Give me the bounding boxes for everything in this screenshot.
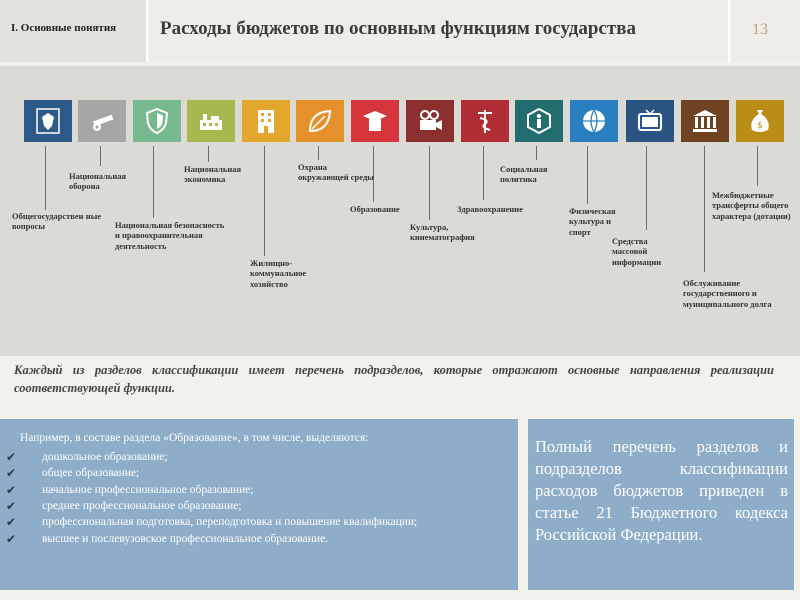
note-text: Полный перечень разделов и подразделов к… xyxy=(535,437,788,544)
function-label: Средства массовой информации xyxy=(612,236,662,267)
checkmark-icon: ✔ xyxy=(6,531,17,546)
example-intro: Например, в составе раздела «Образование… xyxy=(20,432,369,444)
connector-line xyxy=(483,146,484,200)
connector-line xyxy=(429,146,430,220)
functions-diagram: $ Общегосударствен ные вопросы Националь… xyxy=(0,66,800,356)
connector-line xyxy=(373,146,374,202)
checkmark-icon: ✔ xyxy=(6,466,17,481)
tv-icon xyxy=(626,100,674,142)
movie-camera-icon xyxy=(406,100,454,142)
list-item: ✔дошкольное образование; xyxy=(0,449,508,465)
person-icon xyxy=(515,100,563,142)
page-number: 13 xyxy=(752,21,768,38)
function-label: Жилищно-коммунальное хозяйство xyxy=(250,258,307,289)
function-label: Обслуживание государственного и муниципа… xyxy=(683,278,772,309)
function-label: Образование xyxy=(350,204,400,214)
list-item: ✔среднее профессиональное образование; xyxy=(0,498,508,514)
function-label: Физическая культура и спорт xyxy=(569,206,616,237)
connector-line xyxy=(45,146,46,210)
shield-icon xyxy=(133,100,181,142)
note-panel: Полный перечень разделов и подразделов к… xyxy=(528,419,794,590)
function-label: Межбюджетные трансферты общего характера… xyxy=(712,190,791,221)
cannon-icon xyxy=(78,100,126,142)
page-title: Расходы бюджетов по основным функциям го… xyxy=(160,18,636,39)
factory-icon xyxy=(187,100,235,142)
coat-of-arms-icon xyxy=(24,100,72,142)
graduation-cap-icon xyxy=(351,100,399,142)
checkmark-icon: ✔ xyxy=(6,515,17,530)
function-label: Национальная безопасность и правоохранит… xyxy=(115,220,225,251)
list-item: ✔профессиональная подготовка, переподгот… xyxy=(0,514,508,530)
section-badge: I. Основные понятия xyxy=(0,0,148,62)
list-item: ✔общее образование; xyxy=(0,465,508,481)
checkmark-icon: ✔ xyxy=(6,498,17,513)
bank-icon xyxy=(681,100,729,142)
function-label: Здравоохранение xyxy=(457,204,523,214)
function-label: Общегосударствен ные вопросы xyxy=(12,211,102,232)
connector-line xyxy=(208,146,209,162)
checkmark-icon: ✔ xyxy=(6,450,17,464)
svg-text:$: $ xyxy=(757,121,763,131)
section-label: I. Основные понятия xyxy=(11,22,117,34)
page-number-box: 13 xyxy=(732,0,800,62)
building-icon xyxy=(242,100,290,142)
example-panel: Например, в составе раздела «Образование… xyxy=(0,419,518,590)
connector-line xyxy=(646,146,647,230)
leaf-icon xyxy=(296,100,344,142)
title-bar: Расходы бюджетов по основным функциям го… xyxy=(150,0,730,62)
function-label: Национальная экономика xyxy=(184,164,242,185)
function-label: Охрана окружающей среды xyxy=(298,162,374,183)
function-label: Культура, кинематография xyxy=(410,222,475,243)
checkmark-icon: ✔ xyxy=(6,482,17,497)
function-label: Социальная политика xyxy=(500,164,548,185)
list-item: ✔начальное профессиональное образование; xyxy=(0,482,508,498)
connector-line xyxy=(704,146,705,272)
ball-icon xyxy=(570,100,618,142)
function-label: Национальная оборона xyxy=(69,171,127,192)
description-text: Каждый из разделов классификации имеет п… xyxy=(14,363,774,395)
connector-line xyxy=(318,146,319,160)
caduceus-icon xyxy=(461,100,509,142)
example-list: ✔дошкольное образование; ✔общее образова… xyxy=(0,449,508,547)
connector-line xyxy=(100,146,101,166)
connector-line xyxy=(757,146,758,186)
connector-line xyxy=(536,146,537,160)
list-item: ✔высшее и послевузовское профессионально… xyxy=(0,531,508,547)
money-bag-icon: $ xyxy=(736,100,784,142)
connector-line xyxy=(153,146,154,218)
connector-line xyxy=(264,146,265,256)
connector-line xyxy=(587,146,588,204)
